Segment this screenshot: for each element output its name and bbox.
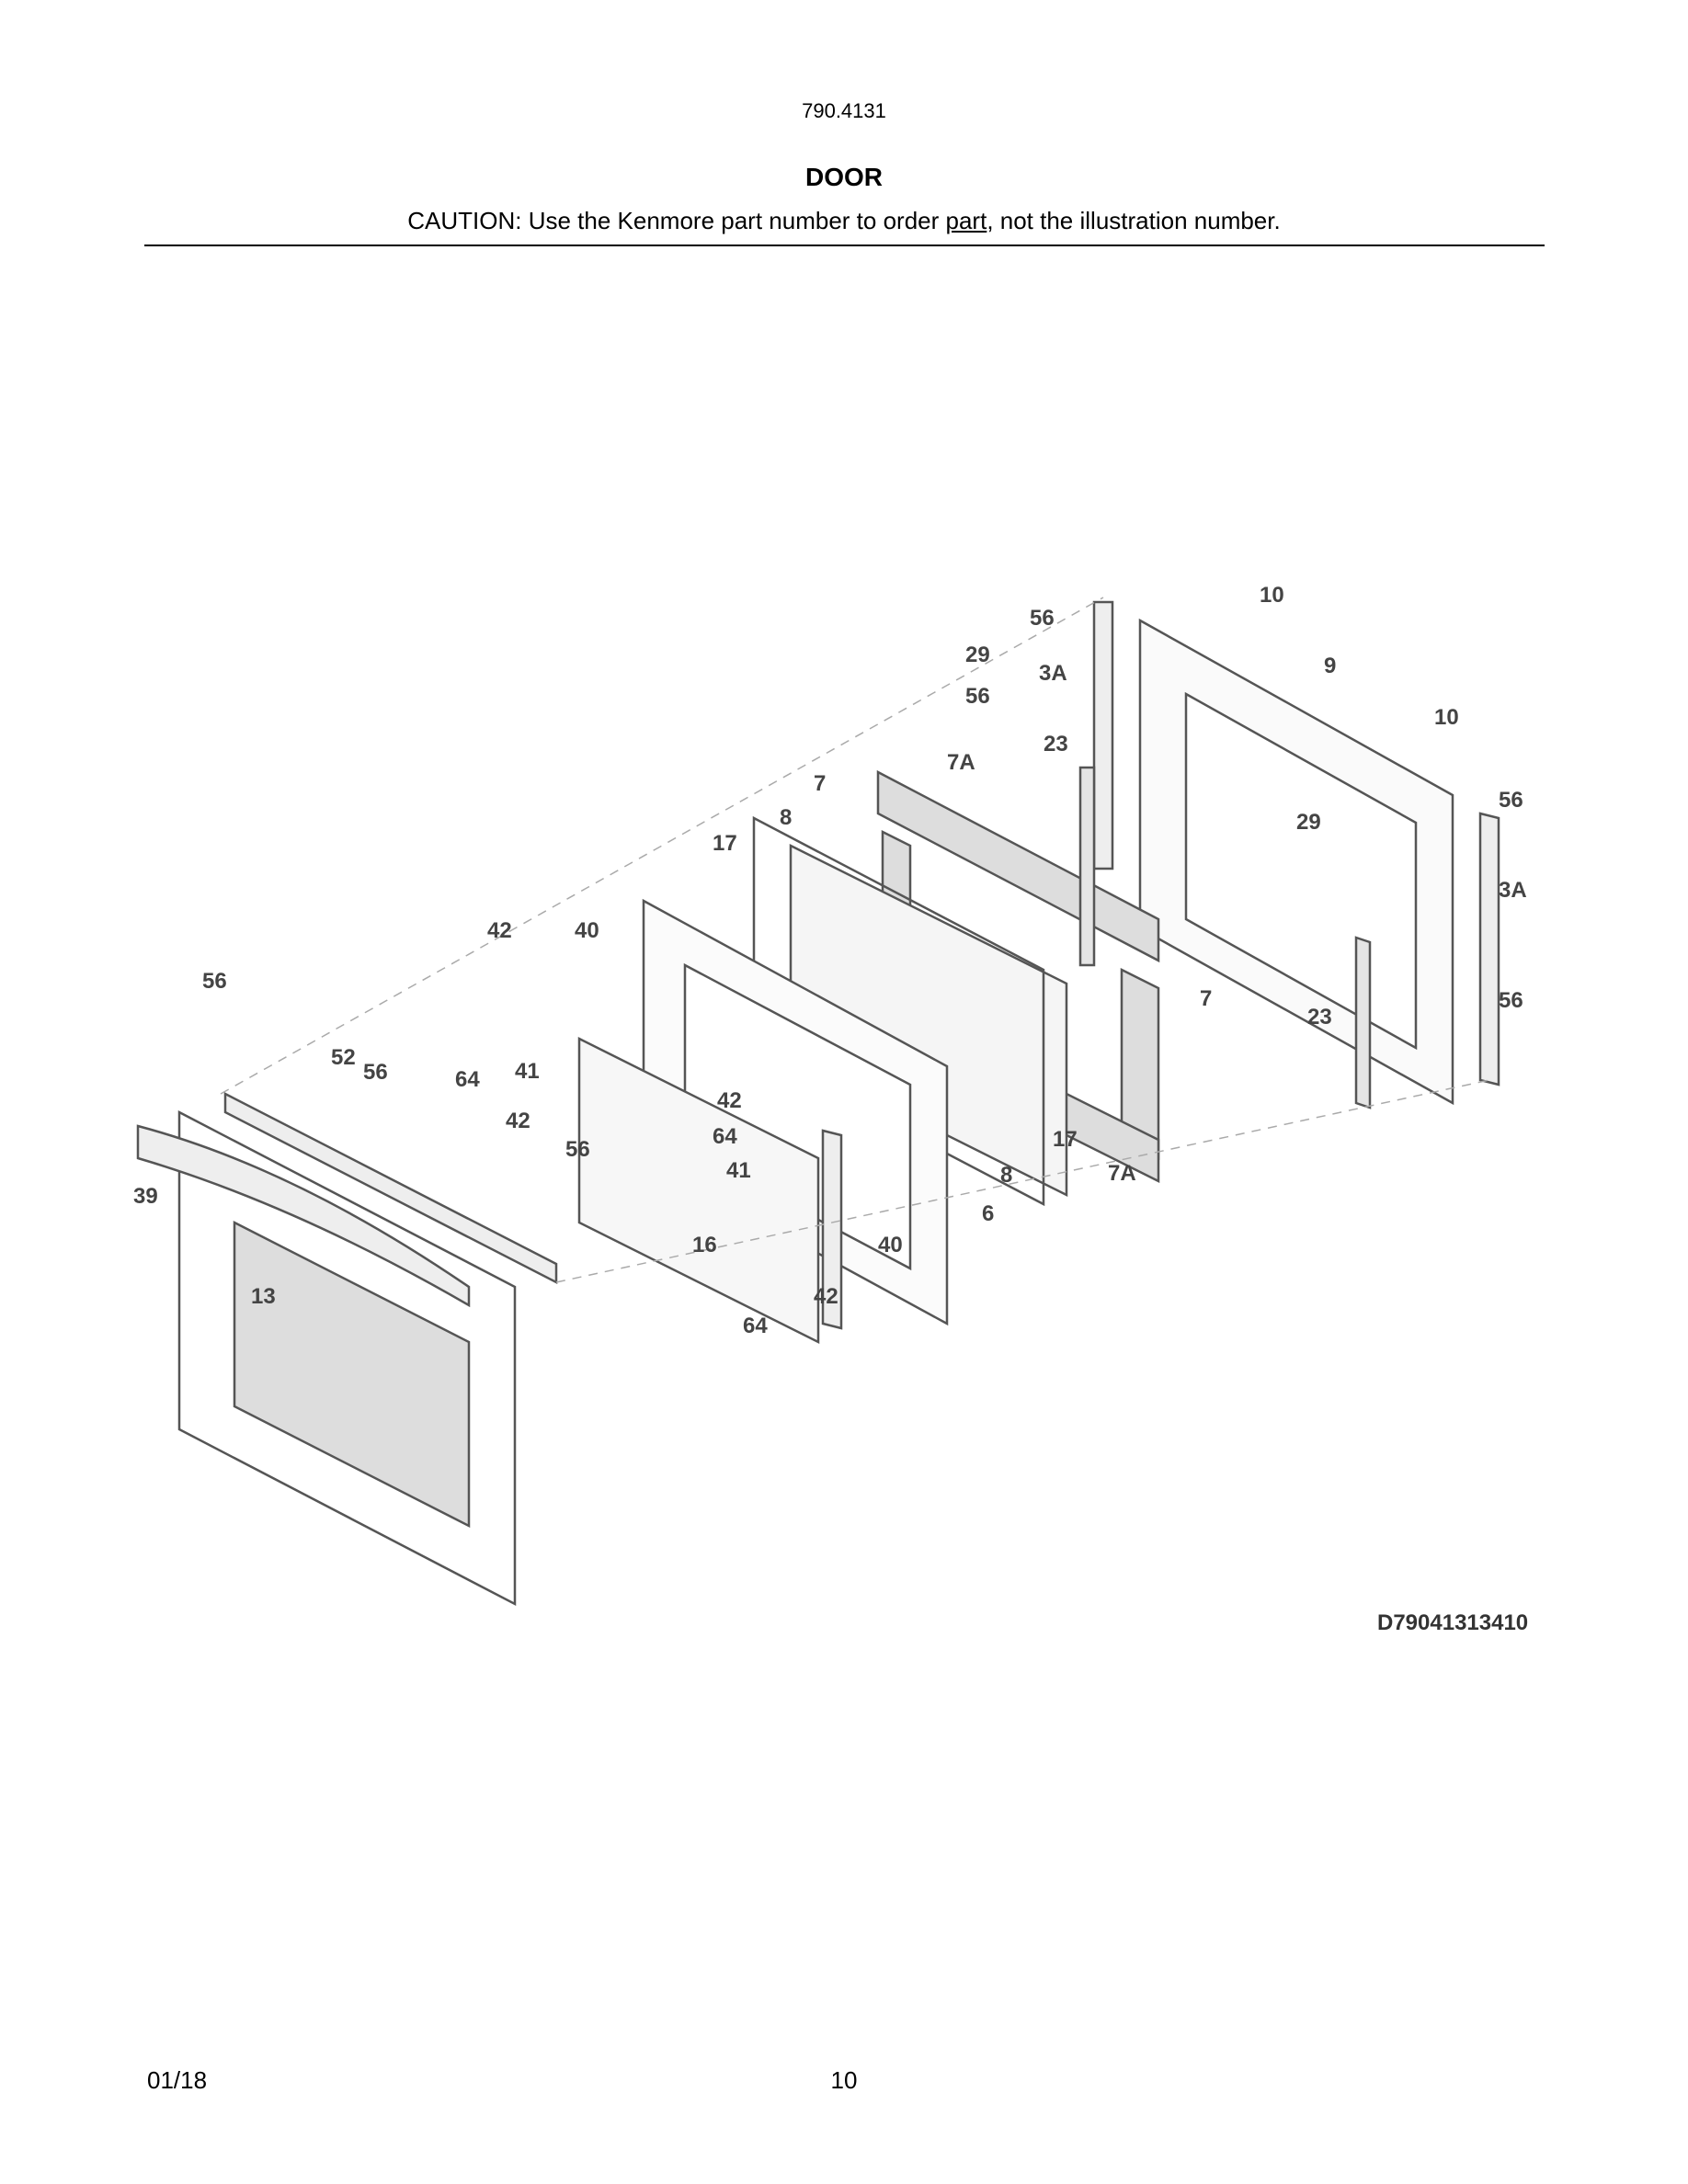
callout-13: 13 — [251, 1284, 276, 1309]
side-channel-right-part — [1478, 812, 1500, 1086]
callout-9: 9 — [1324, 654, 1336, 678]
callout-56: 56 — [202, 969, 227, 994]
callout-42: 42 — [814, 1284, 838, 1309]
callout-56: 56 — [965, 684, 990, 709]
callout-56: 56 — [1499, 988, 1523, 1013]
outer-door-window — [233, 1220, 471, 1529]
callout-56: 56 — [1499, 788, 1523, 813]
callout-56: 56 — [565, 1137, 590, 1162]
side-channel-left-part — [1092, 600, 1114, 870]
callout-42: 42 — [506, 1109, 530, 1133]
caution-note: CAUTION: Use the Kenmore part number to … — [0, 207, 1688, 235]
diagram-code: D79041313410 — [1377, 1610, 1529, 1635]
callout-7A: 7A — [1108, 1161, 1136, 1186]
footer-date: 01/18 — [147, 2066, 208, 2094]
caution-text-start: CAUTION: Use the Kenmore part number to … — [407, 207, 946, 234]
callout-7: 7 — [814, 771, 826, 796]
assembly-guideline — [220, 597, 1104, 1095]
callout-7A: 7A — [947, 750, 975, 775]
hinge-left-part — [1078, 766, 1096, 967]
header-divider — [144, 245, 1545, 246]
callout-3A: 3A — [1499, 878, 1527, 903]
glass-support-part — [821, 1129, 843, 1330]
assembly-guideline — [555, 1079, 1490, 1283]
callout-56: 56 — [1030, 606, 1055, 631]
callout-7: 7 — [1200, 986, 1212, 1011]
callout-29: 29 — [1296, 810, 1321, 835]
caution-text-end: , not the illustration number. — [987, 207, 1281, 234]
callout-56: 56 — [363, 1060, 388, 1085]
hinge-right-part — [1354, 936, 1372, 1109]
callout-17: 17 — [713, 831, 737, 856]
model-number: 790.4131 — [802, 99, 886, 122]
callout-42: 42 — [487, 918, 512, 943]
callout-41: 41 — [726, 1158, 751, 1183]
callout-23: 23 — [1307, 1005, 1332, 1029]
callout-3A: 3A — [1039, 661, 1067, 686]
callout-29: 29 — [965, 643, 990, 667]
callout-8: 8 — [780, 805, 792, 830]
callout-8: 8 — [1000, 1163, 1012, 1188]
callout-40: 40 — [878, 1233, 903, 1257]
callout-16: 16 — [692, 1233, 717, 1257]
callout-64: 64 — [743, 1314, 768, 1338]
callout-40: 40 — [575, 918, 599, 943]
callout-10: 10 — [1434, 705, 1459, 730]
callout-23: 23 — [1044, 732, 1068, 756]
callout-10: 10 — [1260, 583, 1284, 608]
callout-17: 17 — [1053, 1127, 1078, 1152]
middle-glass-part — [577, 1036, 820, 1345]
inner-door-frame-opening — [683, 962, 912, 1271]
callout-41: 41 — [515, 1059, 540, 1084]
callout-39: 39 — [133, 1184, 158, 1209]
callout-6: 6 — [982, 1201, 994, 1226]
callout-42: 42 — [717, 1088, 742, 1113]
exploded-door-diagram: 56 10 29 3A 9 56 10 7A 23 7 56 8 29 17 3A 42 40 56 7 56 23 52… — [133, 583, 1527, 1607]
callout-64: 64 — [455, 1067, 480, 1092]
page-title: DOOR — [805, 163, 883, 191]
handle-part — [136, 1124, 471, 1308]
callout-64: 64 — [713, 1124, 737, 1149]
callout-52: 52 — [331, 1045, 356, 1070]
caution-underlined-word: part — [945, 207, 987, 234]
callout-labels: 56 10 29 3A 9 56 10 7A 23 7 56 8 29 17 3A 42 40 56 7 56 23 52… — [133, 583, 1527, 1338]
page-number: 10 — [830, 2066, 858, 2094]
